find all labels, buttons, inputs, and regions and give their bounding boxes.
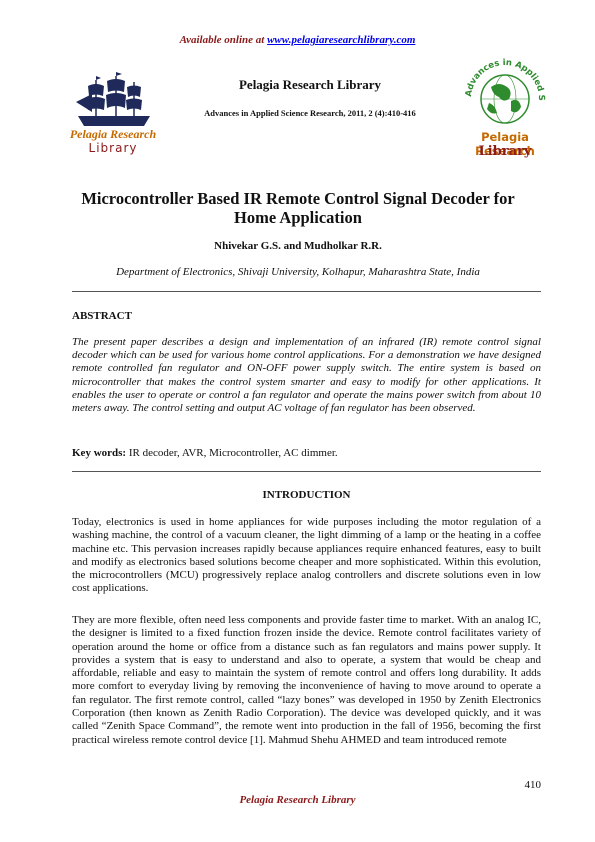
keywords-label: Key words: (72, 447, 127, 459)
keywords: Key words: IR decoder, AVR, Microcontrol… (72, 447, 541, 459)
divider-top (72, 291, 541, 292)
journal-title: Pelagia Research Library (238, 77, 381, 92)
journal-reference: Advances in Applied Science Research, 20… (204, 108, 416, 118)
keywords-text: IR decoder, AVR, Microcontroller, AC dim… (126, 447, 338, 459)
left-logo-title: Pelagia Research (69, 127, 157, 141)
paper-affiliation: Department of Electronics, Shivaji Unive… (116, 266, 480, 278)
globe-seal-icon: Advances in Applied Science Research (455, 57, 546, 124)
right-logo-subtitle: Library (478, 144, 532, 159)
right-logo-title: Pelagia Research (475, 130, 535, 158)
page-number: 410 (524, 779, 542, 791)
sailing-ship-icon (76, 72, 150, 126)
left-logo-subtitle: Library (88, 141, 138, 155)
abstract-body: The present paper describes a design and… (72, 336, 541, 415)
paper-authors: Nhivekar G.S. and Mudholkar R.R. (214, 240, 382, 252)
introduction-paragraph-2: They are more flexible, often need less … (72, 614, 541, 746)
availability-line: Available online at www.pelagiaresearchl… (0, 34, 595, 46)
footer-publisher: Pelagia Research Library (239, 794, 356, 806)
abstract-heading: ABSTRACT (72, 310, 132, 322)
divider-middle (72, 471, 541, 472)
introduction-heading: INTRODUCTION (262, 489, 351, 501)
journal-website-link[interactable]: www.pelagiaresearchlibrary.com (267, 34, 416, 46)
introduction-paragraph-1: Today, electronics is used in home appli… (72, 516, 541, 595)
paper-title: Microcontroller Based IR Remote Control … (81, 189, 515, 227)
availability-prefix: Available online at (179, 34, 268, 46)
